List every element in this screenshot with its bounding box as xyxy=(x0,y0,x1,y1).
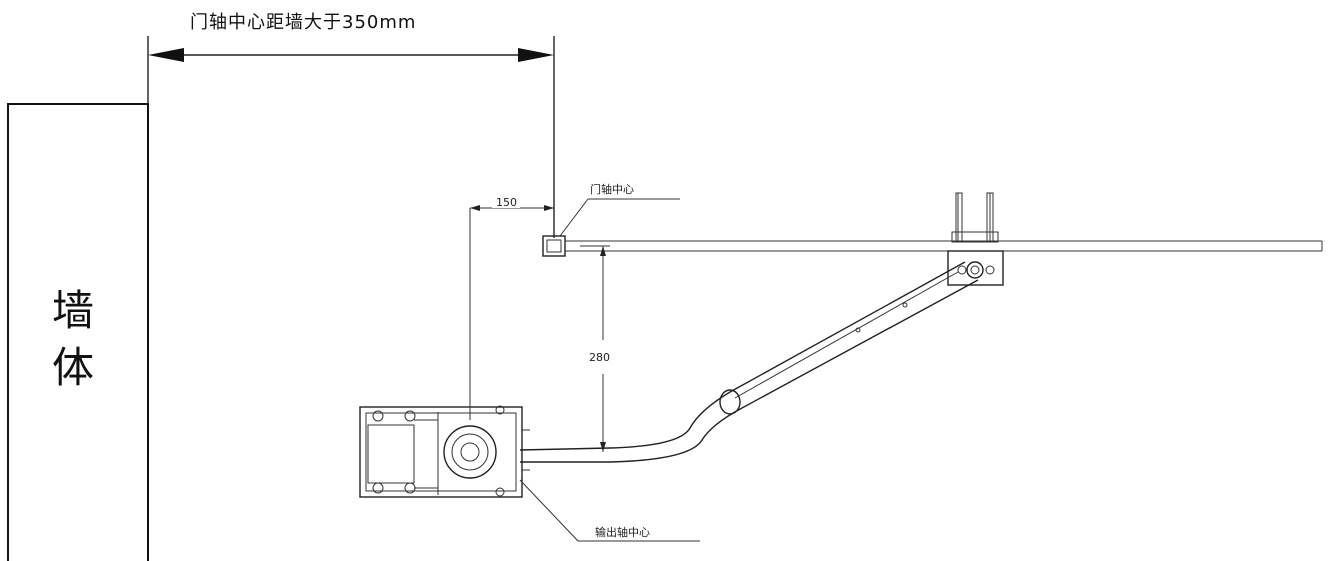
connecting-arm xyxy=(519,261,979,463)
arrow-left-small-icon xyxy=(470,205,480,211)
arm-bracket xyxy=(947,192,1004,286)
top-dimension-label: 门轴中心距墙大于350mm xyxy=(190,12,416,33)
output-shaft-callout: 输出轴中心 xyxy=(519,479,700,542)
horizontal-offset-label: 150 xyxy=(496,196,517,209)
arrow-right-icon xyxy=(518,48,554,62)
door-axis-label: 门轴中心 xyxy=(590,182,634,196)
wall-label-1: 墙 xyxy=(52,286,94,335)
vertical-offset-label: 280 xyxy=(589,351,610,364)
horizontal-offset-dimension: 150 xyxy=(469,196,554,420)
output-shaft-label: 输出轴中心 xyxy=(595,525,650,539)
top-dimension: 门轴中心距墙大于350mm xyxy=(147,12,555,238)
vertical-offset-dimension: 280 xyxy=(588,246,618,452)
closer-body xyxy=(359,405,530,498)
arrow-up-small-icon xyxy=(600,246,606,256)
wall-label-2: 体 xyxy=(52,343,94,392)
arrow-right-small-icon xyxy=(544,205,554,211)
arrow-down-small-icon xyxy=(600,442,606,452)
wall: 墙 体 xyxy=(7,103,149,561)
door-axis-assembly: 门轴中心 xyxy=(542,182,1323,257)
arrow-left-icon xyxy=(148,48,184,62)
